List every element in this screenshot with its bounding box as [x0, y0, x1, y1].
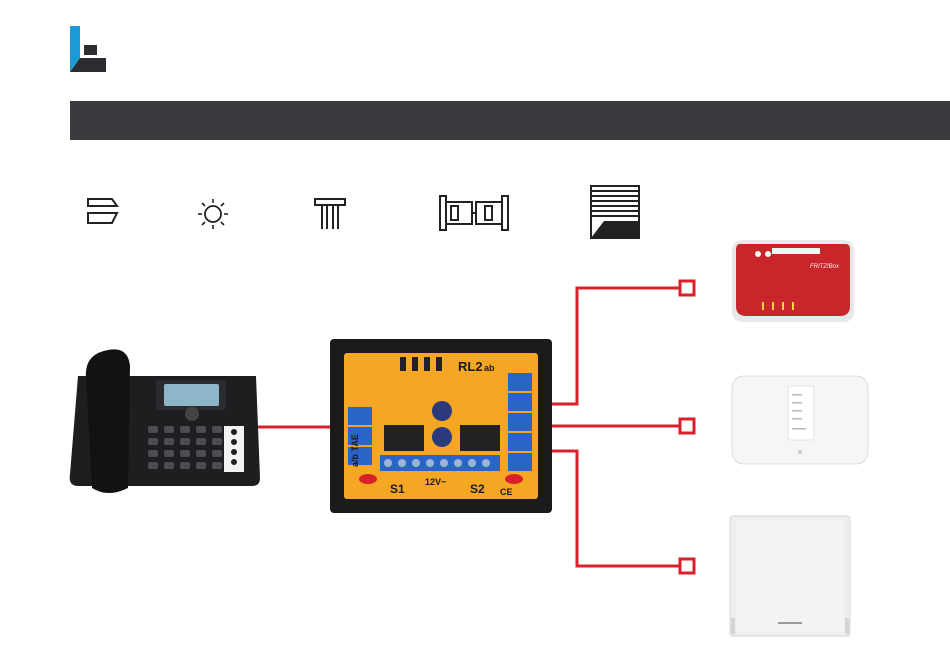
connection-node [680, 559, 694, 573]
module-model: RL2 [458, 359, 483, 374]
relay-1-label: S1 [390, 482, 405, 496]
rl2-module: RL2 ab S1 12V~ S2 CE a/b TAE [330, 337, 552, 515]
ce-mark: CE [500, 487, 513, 497]
router-device: FRITZ!Box [728, 236, 858, 326]
gateway-device [730, 374, 870, 466]
supply-label: 12V~ [425, 477, 446, 487]
connection-node [680, 419, 694, 433]
relay-2-label: S2 [470, 482, 485, 496]
module-side-label: a/b TAE [350, 434, 360, 467]
wallbox-device [728, 514, 852, 638]
router-brand: FRITZ!Box [810, 264, 840, 270]
phone-display [164, 384, 219, 406]
desk-phone [68, 346, 260, 496]
module-model-suffix: ab [484, 363, 495, 373]
connection-node [680, 281, 694, 295]
